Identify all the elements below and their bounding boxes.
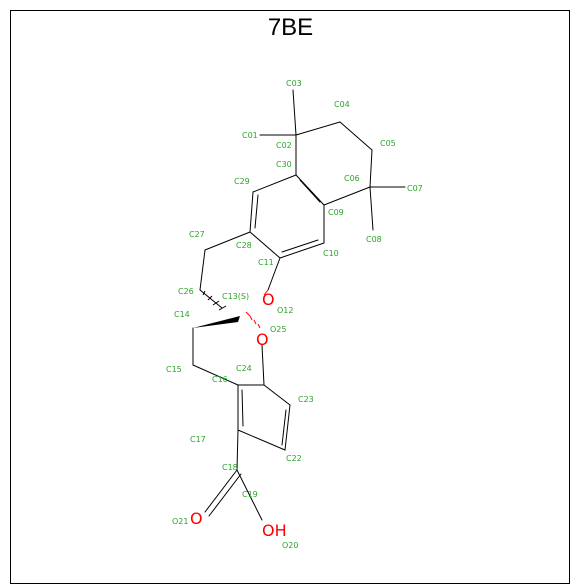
atom-label-c14: C14 <box>174 310 190 319</box>
atom-label-c17: C17 <box>190 435 206 444</box>
atom-label-c28: C28 <box>236 241 252 250</box>
atom-label-c18: C18 <box>222 463 238 472</box>
wedge-bond <box>193 316 240 328</box>
atom-label-c09: C09 <box>328 208 344 217</box>
atom-label-c01: C01 <box>242 131 258 140</box>
atom-label-c13: C13(S) <box>222 292 249 301</box>
hash-bond-red <box>245 311 261 329</box>
molecule-title: 7BE <box>267 14 314 41</box>
viewer-frame <box>10 10 570 584</box>
atom-label-c26: C26 <box>178 287 194 296</box>
atom-label-o21: O21 <box>172 517 188 526</box>
bonds <box>192 89 406 521</box>
hydroxyl-group: OH <box>262 521 287 540</box>
atom-label-o25: O25 <box>270 325 286 334</box>
atom-label-c30: C30 <box>276 160 292 169</box>
atom-label-o12: O12 <box>277 306 293 315</box>
atom-label-c16: C16 <box>212 375 228 384</box>
atom-label-c29: C29 <box>234 177 250 186</box>
atom-label-c03: C03 <box>286 79 302 88</box>
atom-label-c24: C24 <box>236 364 252 373</box>
atom-label-c11: C11 <box>258 258 274 267</box>
atom-label-c10: C10 <box>323 249 339 258</box>
atom-label-c22: C22 <box>286 454 302 463</box>
hetero-bonds <box>263 289 269 296</box>
atom-label-o20: O20 <box>282 541 298 550</box>
atom-label-c23: C23 <box>298 395 314 404</box>
atom-label-c02: C02 <box>276 141 292 150</box>
atom-label-c04: C04 <box>334 100 350 109</box>
atom-label-c15: C15 <box>166 365 182 374</box>
atom-label-c06: C06 <box>344 174 360 183</box>
atom-label-c19: C19 <box>242 490 258 499</box>
atom-label-c08: C08 <box>366 235 382 244</box>
hash-bond <box>202 290 227 311</box>
carbonyl-oxygen: O <box>190 509 203 528</box>
atom-label-c07: C07 <box>407 184 423 193</box>
atom-label-c27: C27 <box>189 230 205 239</box>
atom-labels: C03 C04 C01 C02 C05 C30 C06 C07 C29 C09 … <box>166 79 423 550</box>
ring-oxygen-1: O <box>262 290 275 309</box>
atom-label-c05: C05 <box>380 139 396 148</box>
ring-oxygen-2: O <box>256 330 269 349</box>
